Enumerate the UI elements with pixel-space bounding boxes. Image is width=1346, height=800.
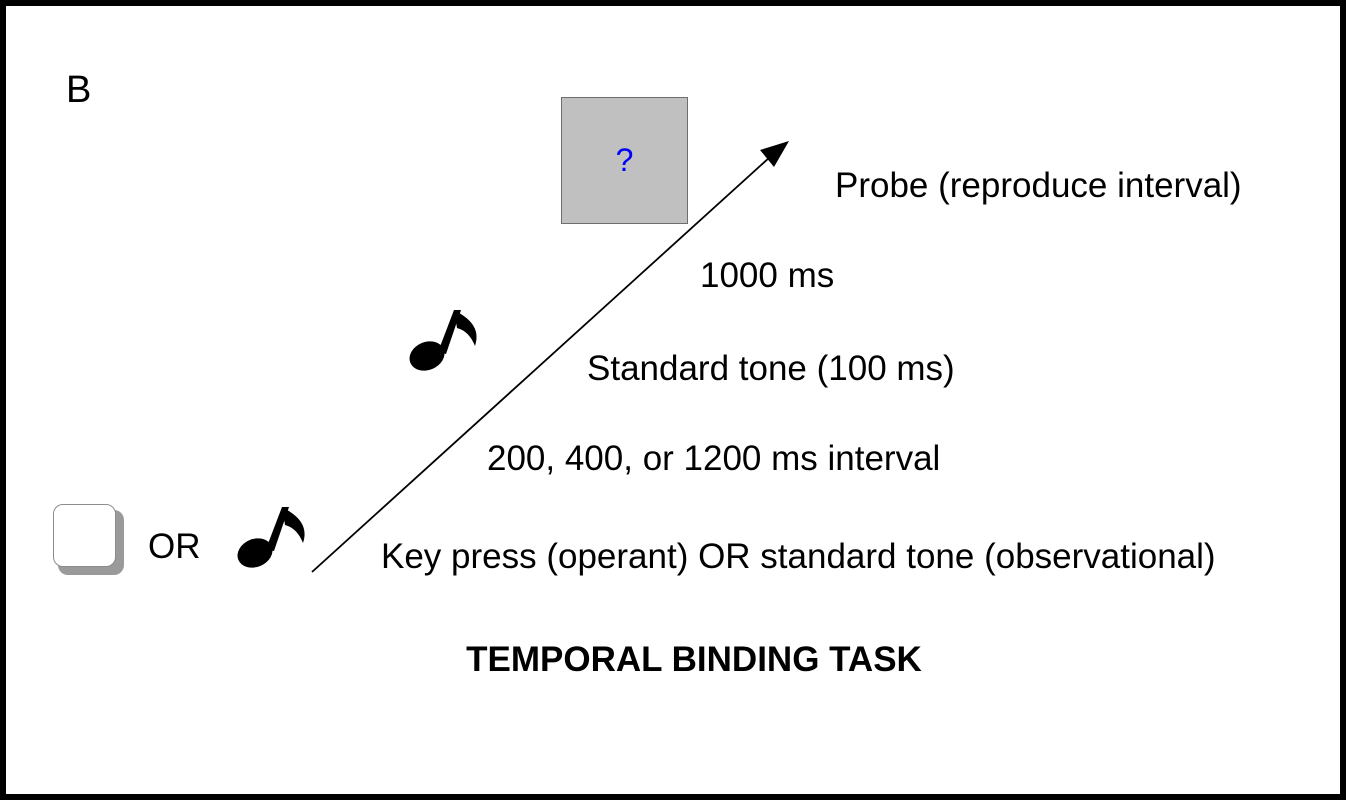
music-note-icon — [409, 310, 477, 371]
note-head — [409, 341, 445, 371]
timeline-arrowhead — [760, 141, 789, 167]
probe-question-mark: ? — [615, 142, 634, 178]
interval-label: 200, 400, or 1200 ms interval — [487, 439, 941, 478]
panel-letter: B — [66, 69, 92, 111]
note-stem — [438, 310, 461, 354]
note-flag — [282, 507, 305, 543]
note-head — [237, 538, 273, 568]
delay-label: 1000 ms — [700, 256, 835, 295]
key-icon — [53, 504, 116, 567]
timeline-arrow-icon — [311, 141, 789, 573]
task-title: TEMPORAL BINDING TASK — [466, 640, 922, 679]
or-label: OR — [148, 527, 201, 566]
probe-label: Probe (reproduce interval) — [835, 166, 1242, 205]
standard-tone-label: Standard tone (100 ms) — [587, 349, 955, 388]
note-stem — [266, 507, 289, 551]
timeline-arrow-shaft — [311, 156, 771, 573]
action-label: Key press (operant) OR standard tone (ob… — [381, 537, 1216, 576]
note-flag — [454, 310, 477, 346]
probe-box: ? — [561, 97, 688, 224]
music-note-icon — [237, 507, 305, 568]
